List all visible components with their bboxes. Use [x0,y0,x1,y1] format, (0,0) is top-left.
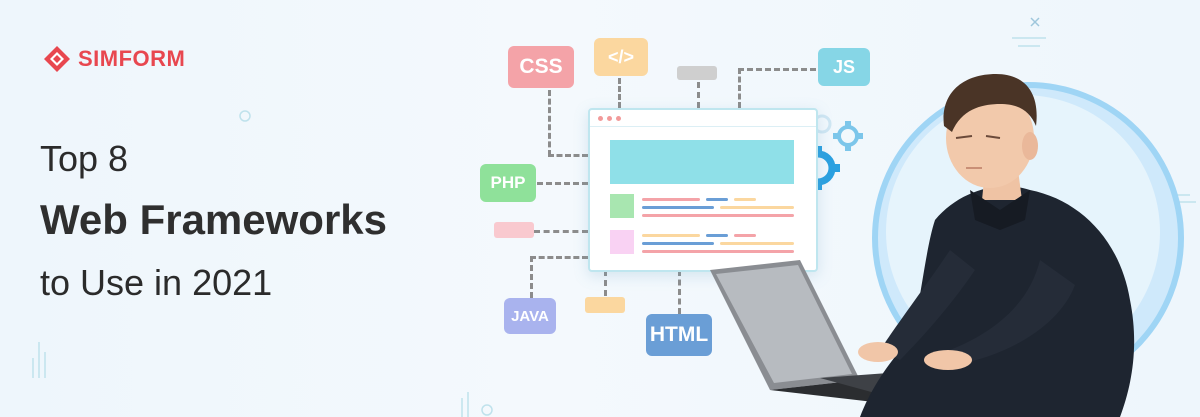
text-line [642,198,700,201]
code-tag: </> [594,38,648,76]
text-line [642,250,794,253]
text-line [642,214,794,217]
connector [604,270,607,296]
hero-placeholder [610,140,794,184]
connector [548,90,551,156]
connector [548,154,588,157]
php-tag-label: PHP [490,173,526,192]
window-dot-icon [607,115,612,121]
text-line [642,206,714,209]
placeholder-tag [677,66,717,80]
code-icon: </> [607,46,635,67]
text-line [642,242,714,245]
connector [697,82,700,108]
browser-window [588,108,818,272]
connector [618,78,621,108]
js-tag: JS [818,48,870,86]
connector [678,270,681,314]
window-titlebar [590,110,816,127]
thumb-placeholder [610,230,634,254]
headline-line-3: to Use in 2021 [40,262,273,303]
connector [537,182,588,185]
php-tag: PHP [480,164,536,202]
connector [738,68,816,71]
text-line [720,242,794,245]
placeholder-tag [494,222,534,238]
connector [530,256,588,259]
java-tag: JAVA [504,298,556,334]
window-dot-icon [598,115,603,121]
logo[interactable]: SIMFORM [42,44,185,74]
headline-title: Web Frameworks [40,196,388,243]
brand-name: SIMFORM [78,46,186,71]
connector [534,230,588,233]
window-dot-icon [616,115,621,121]
person-illustration [710,74,1135,417]
html-tag: HTML [646,314,712,356]
java-tag-label: JAVA [511,307,549,325]
connector [738,68,741,108]
html-tag-label: HTML [649,323,709,346]
text-line [642,234,700,237]
connector [530,256,533,298]
text-line [734,234,756,237]
text-line [706,234,728,237]
headline-line-1: Top 8 [40,138,129,179]
text-line [734,198,756,201]
logo-mark-icon [44,46,70,72]
css-tag-label: CSS [519,55,563,78]
placeholder-tag [585,297,625,313]
text-line [720,206,794,209]
text-line [706,198,728,201]
css-tag: CSS [508,46,574,88]
thumb-placeholder [610,194,634,218]
js-tag-label: JS [832,56,856,77]
